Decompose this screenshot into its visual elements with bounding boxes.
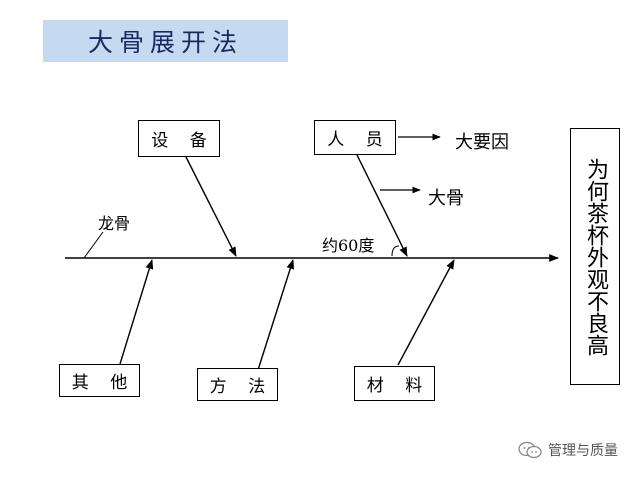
bone-material [397, 259, 455, 366]
bone-equipment [185, 156, 237, 257]
category-box-material: 材 料 [354, 366, 435, 401]
diagram-title: 大骨展开法 [43, 20, 288, 62]
big-bone-label: 大骨 [428, 188, 464, 209]
angle-arc [391, 245, 400, 257]
effect-box: 为何茶杯外观不良高 [570, 128, 620, 385]
watermark: 管理与质量 [518, 440, 618, 460]
category-box-equipment: 设 备 [138, 120, 220, 157]
category-box-method: 方 法 [197, 368, 278, 401]
bone-method [257, 259, 295, 371]
category-box-other: 其 他 [59, 364, 140, 397]
watermark-text: 管理与质量 [548, 443, 618, 459]
bone-other [119, 259, 154, 365]
main-cause-label: 大要因 [455, 132, 509, 153]
angle-label: 约60度 [322, 236, 375, 255]
bone-personnel [356, 154, 408, 257]
category-box-personnel: 人 员 [314, 120, 396, 155]
chat-icon [518, 441, 542, 459]
spine-label: 龙骨 [98, 214, 131, 233]
spine-label-pointer [83, 231, 104, 259]
